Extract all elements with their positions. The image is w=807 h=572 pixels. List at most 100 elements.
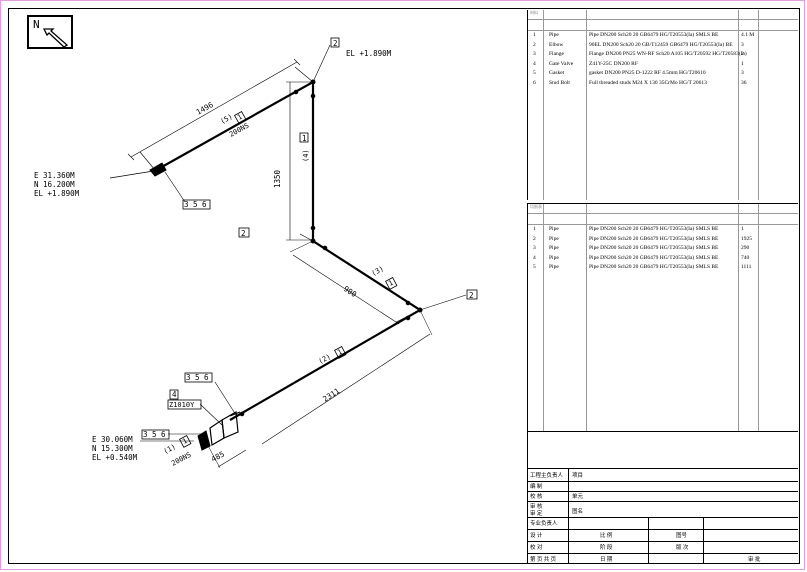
materials-row: 4 Gate Valve Z41Y-25C DN200 RF 1 <box>528 60 798 70</box>
tb-discipline-lead: 专业负责人 <box>530 521 558 527</box>
row-description: Pipe DN200 Sch20 20 GB6479 HG/T20553(Ia)… <box>589 235 719 242</box>
row-name: Pipe <box>549 235 559 242</box>
materials-column-header <box>528 20 798 31</box>
dim-2311: 2311 <box>321 386 341 403</box>
coord-n-bottom: N 15.300M <box>92 444 133 453</box>
coord-e-bottom: E 30.060M <box>92 435 133 444</box>
row-name: Pipe <box>549 264 559 270</box>
row-name: Stud Bolt <box>549 79 570 86</box>
row-description: Full threaded studs M24 X 130 35CrMo HG/… <box>589 79 707 86</box>
row-quantity: 290 <box>741 245 750 251</box>
notes-area <box>527 431 798 469</box>
row-quantity: 3 <box>741 70 744 76</box>
tb-check: 校 核 <box>530 494 543 500</box>
segment-1-label: (1) <box>162 443 177 456</box>
row-quantity: 740 <box>741 254 750 261</box>
tb-drawing-no: 图号 <box>676 533 688 539</box>
tb-scale: 比 例 <box>600 533 613 539</box>
segment-5-label: (5) <box>219 113 234 126</box>
row-description: Pipe DN200 Sch20 20 GB6479 HG/T20553(Ia)… <box>589 264 719 270</box>
row-number: 5 <box>533 264 536 270</box>
row-number: 1 <box>533 32 536 38</box>
dim-1350: 1350 <box>273 169 282 188</box>
cutting-header: 切割表 <box>528 204 798 214</box>
dim-485: 485 <box>210 449 226 463</box>
coord-n-top: N 16.200M <box>34 180 75 189</box>
row-quantity: 4.1 M <box>741 32 755 38</box>
tb-stage: 阶 段 <box>600 545 613 551</box>
size-label-bottom: 200NS <box>170 451 192 468</box>
tag-1-seg2: 1 <box>336 348 343 357</box>
segment-2-label: (2) <box>317 353 332 366</box>
title-block: 工程主负责人 项目 编 制 校 核 单元 审 核 审 定 图名 专业负责人 设 … <box>527 468 798 564</box>
north-arrow-box: N <box>27 15 73 49</box>
isometric-drawing: 2 EL +1.890M 1 2 2 3 5 6 3 5 6 4 Z1010Y … <box>34 37 478 469</box>
row-quantity: 1 <box>741 226 744 232</box>
row-quantity: 1 <box>741 60 744 67</box>
tb-proofread: 校 对 <box>530 545 543 551</box>
tag-356-valve: 3 5 6 <box>186 373 209 382</box>
cutting-row: 1 Pipe Pipe DN200 Sch20 20 GB6479 HG/T2055… <box>528 225 798 235</box>
row-name: Pipe <box>549 226 559 232</box>
tb-unit: 单元 <box>572 494 584 500</box>
tb-review: 审 核 <box>530 504 543 510</box>
row-quantity: 36 <box>741 79 747 86</box>
dim-1496: 1496 <box>195 100 216 117</box>
coord-e-top: E 31.360M <box>34 171 75 180</box>
row-number: 2 <box>533 235 536 242</box>
row-description: Flange DN200 PN25 WN-RF Sch20 A105 HG/T2… <box>589 51 747 57</box>
tag-1-seg1: 1 <box>181 437 188 446</box>
row-description: Pipe DN200 Sch20 20 GB6479 HG/T20553(Ia)… <box>589 254 719 261</box>
tb-revision: 版 次 <box>676 545 689 551</box>
tag-4-code: Z1010Y <box>169 401 195 409</box>
row-quantity: 1925 <box>741 235 752 242</box>
row-name: Pipe <box>549 245 559 251</box>
tb-project: 项目 <box>572 473 584 479</box>
tb-drawing-name: 图名 <box>572 509 584 515</box>
tag-356-top: 3 5 6 <box>184 200 207 209</box>
coord-el-top: EL +1.890M <box>34 189 80 198</box>
row-number: 3 <box>533 51 536 57</box>
cutting-column-header <box>528 214 798 225</box>
row-number: 4 <box>533 254 536 261</box>
row-description: Pipe DN200 Sch20 20 GB6479 HG/T20553(Ia)… <box>589 226 719 232</box>
row-number: 6 <box>533 79 536 86</box>
cutting-row: 5 Pipe Pipe DN200 Sch20 20 GB6479 HG/T2055… <box>528 263 798 273</box>
row-number: 4 <box>533 60 536 67</box>
row-quantity: 2 <box>741 51 744 57</box>
cutting-row: 2 Pipe Pipe DN200 Sch20 20 GB6479 HG/T2055… <box>528 235 798 245</box>
materials-header: 材料 <box>528 10 798 20</box>
tb-approval: 审 批 <box>748 557 761 563</box>
tb-compile: 编 制 <box>530 484 543 490</box>
tag-1-vertical: 1 <box>302 134 307 143</box>
tag-2-top: 2 <box>333 39 338 48</box>
tb-chief: 工程主负责人 <box>530 473 564 479</box>
row-quantity: 1111 <box>741 264 752 270</box>
tag-2-middle: 2 <box>241 229 246 238</box>
tag-4: 4 <box>172 390 177 399</box>
row-name: Gasket <box>549 70 565 76</box>
row-number: 1 <box>533 226 536 232</box>
tb-design: 设 计 <box>530 533 543 539</box>
row-quantity: 3 <box>741 41 744 48</box>
tag-1-seg5: 1 <box>236 113 244 122</box>
tag-1-seg3: 1 <box>387 279 394 288</box>
tb-approve: 审 定 <box>530 511 543 517</box>
row-description: Z41Y-25C DN200 RF <box>589 60 638 67</box>
row-name: Gate Valve <box>549 60 574 67</box>
tag-356-bottom: 3 5 6 <box>143 430 166 439</box>
materials-row: 6 Stud Bolt Full threaded studs M24 X 130 … <box>528 79 798 89</box>
north-label: N <box>33 18 40 31</box>
elevation-top-right: EL +1.890M <box>346 49 392 58</box>
row-name: Elbow <box>549 41 564 48</box>
segment-3-label: (3) <box>370 265 385 278</box>
row-number: 5 <box>533 70 536 76</box>
